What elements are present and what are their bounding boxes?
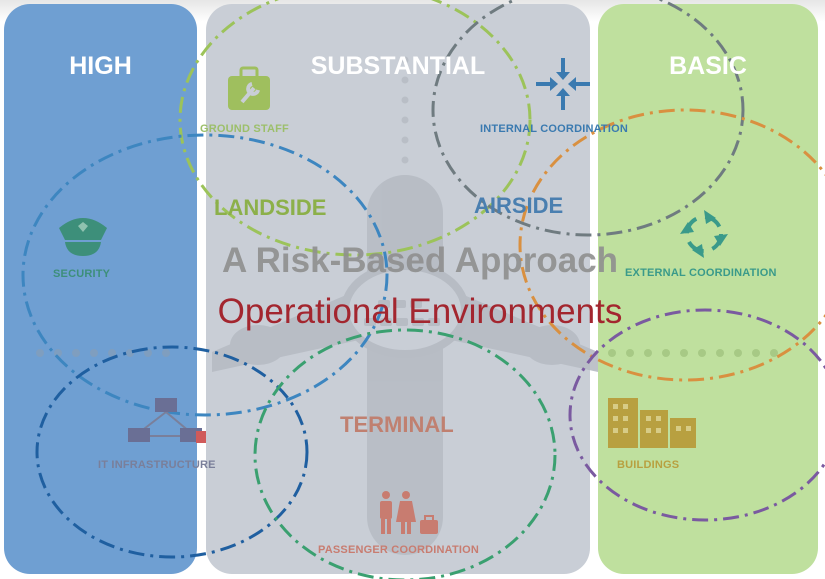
landside-circle: [178, 0, 532, 257]
recycle-arrows-icon: [680, 210, 728, 258]
terminal-label: TERMINAL: [340, 412, 454, 437]
it-circle: [35, 345, 309, 559]
external-circle: [518, 108, 825, 382]
airside-circle: [431, 0, 745, 237]
tier-substantial-label: SUBSTANTIAL: [310, 52, 486, 80]
buildings-label: BUILDINGS: [617, 459, 680, 471]
buildings-icon: [608, 398, 696, 448]
passenger-coordination-label: PASSENGER COORDINATION: [318, 544, 480, 556]
buildings-circle: [568, 308, 825, 522]
network-computers-icon: [128, 398, 206, 443]
tier-high-label: HIGH: [69, 52, 132, 80]
it-infrastructure-label: IT INFRASTRUCTURE: [98, 459, 216, 471]
external-coordination-label: EXTERNAL COORDINATION: [625, 267, 777, 279]
compress-arrows-icon: [536, 58, 590, 110]
ground-staff-label: GROUND STAFF: [200, 123, 289, 135]
diagram-title: A Risk-Based Approach: [221, 241, 619, 280]
diagram-subtitle: Operational Environments: [217, 292, 623, 331]
security-circle: [21, 133, 389, 417]
police-cap-icon: [59, 218, 107, 256]
panel-basic: [598, 4, 818, 574]
airside-label: AIRSIDE: [474, 193, 564, 218]
security-label: SECURITY: [53, 268, 111, 280]
toolbox-icon: [228, 66, 270, 110]
landside-label: LANDSIDE: [214, 195, 327, 220]
passengers-luggage-icon: [380, 491, 438, 534]
tier-basic-label: BASIC: [669, 52, 747, 80]
panel-high: [4, 4, 197, 574]
terminal-circle: [253, 328, 557, 579]
internal-coordination-label: INTERNAL COORDINATION: [480, 123, 629, 135]
